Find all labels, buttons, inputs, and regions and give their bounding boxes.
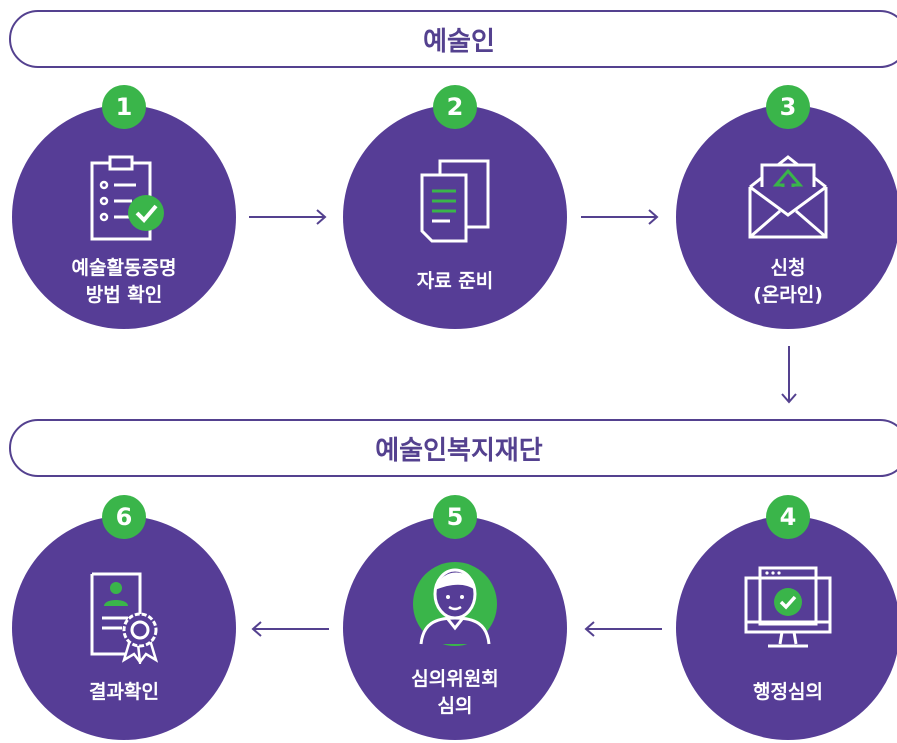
certificate-icon — [90, 572, 159, 664]
step-5-badge: 5 — [433, 495, 477, 539]
step-6-circle: 결과확인 — [12, 516, 236, 740]
step-6-label: 결과확인 — [89, 681, 159, 703]
step-3-badge: 3 — [766, 85, 810, 129]
step-4-badge: 4 — [766, 495, 810, 539]
step-2-label: 자료 준비 — [416, 270, 494, 292]
arrow-right-icon — [249, 209, 327, 225]
step-2-circle: 자료 준비 — [343, 105, 567, 329]
step-1-circle: 예술활동증명 방법 확인 — [12, 105, 236, 329]
banner-foundation: 예술인복지재단 — [9, 419, 897, 477]
step-3-circle: 신청 (온라인) — [676, 105, 897, 329]
checklist-icon — [90, 155, 164, 241]
arrow-left-icon — [584, 621, 662, 637]
banner-artist-label: 예술인 — [423, 26, 495, 57]
step-3-label: 신청 (온라인) — [753, 257, 823, 306]
step-4-label: 행정심의 — [753, 681, 823, 703]
banner-artist: 예술인 — [9, 10, 897, 68]
step-5-label: 심의위원회 심의 — [411, 668, 499, 717]
person-icon — [413, 562, 497, 646]
arrow-right-icon — [581, 209, 659, 225]
envelope-upload-icon — [748, 155, 828, 239]
step-5-circle: 심의위원회 심의 — [343, 516, 567, 740]
banner-foundation-label: 예술인복지재단 — [375, 435, 543, 466]
step-1-badge: 1 — [102, 85, 146, 129]
step-1-label: 예술활동증명 방법 확인 — [71, 257, 177, 306]
arrow-down-icon — [781, 346, 797, 404]
arrow-left-icon — [251, 621, 329, 637]
step-2-badge: 2 — [433, 85, 477, 129]
documents-icon — [420, 159, 490, 243]
step-4-circle: 행정심의 — [676, 516, 897, 740]
monitor-check-icon — [744, 566, 832, 648]
step-6-badge: 6 — [102, 495, 146, 539]
